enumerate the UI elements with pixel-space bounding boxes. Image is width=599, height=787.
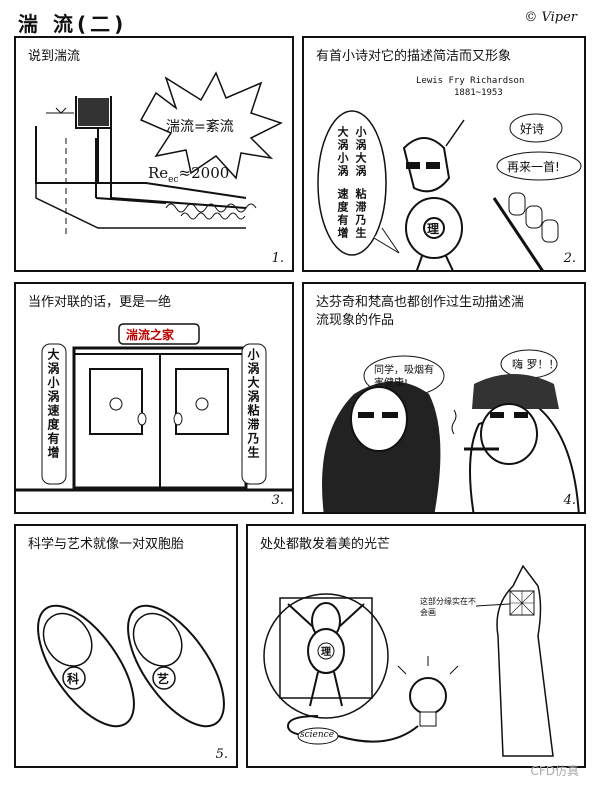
panel-4-caption: 达芬奇和梵高也都创作过生动描述湍 流现象的作品 xyxy=(316,294,576,330)
twins-drawing xyxy=(37,604,225,728)
pipe-flow-drawing xyxy=(35,71,283,238)
panel-2-number: 2. xyxy=(563,251,576,266)
panel-6-caption: 处处都散发着美的光芒 xyxy=(260,537,391,552)
poem-col-1: 小涡大涡 xyxy=(354,126,367,178)
panel-2-caption: 有首小诗对它的描述简洁而又形象 xyxy=(316,49,512,64)
shirt-badge: 理 xyxy=(427,222,440,236)
bubble-turbulence: 湍流=紊流 xyxy=(166,119,234,135)
bubble-no-smoking: 同学，吸烟有害健康! xyxy=(374,365,434,389)
panel-4-number: 4. xyxy=(563,493,576,508)
comic-title: 湍 流(二) xyxy=(18,12,128,36)
panel-3-number: 3. xyxy=(271,493,284,508)
reynolds-number: Reec≈2000 xyxy=(148,164,229,185)
person-years: 1881~1953 xyxy=(454,88,503,98)
panel-1: 说到湍流 湍流=紊流 Reec≈2000 1. xyxy=(14,36,294,272)
panel-6: 处处都散发着美的光芒 理 science 这部分缘实在不会画 xyxy=(246,524,586,768)
panel-3-caption: 当作对联的话，更是一绝 xyxy=(28,295,172,310)
watermark: CFD仿真 xyxy=(530,764,579,778)
panel-2: 有首小诗对它的描述简洁而又形象 小涡大涡 大涡小涡 粘滞乃生 速度有增 Lewi… xyxy=(302,36,586,272)
poem-col-4: 粘滞乃生 xyxy=(354,188,367,240)
poem-col-2: 大涡小涡 xyxy=(336,126,349,178)
richardson-drawing xyxy=(317,110,582,270)
panel-4-caption-line-1: 达芬奇和梵高也都创作过生动描述湍 xyxy=(316,295,525,310)
poem-col-5: 速度有增 xyxy=(336,188,349,240)
twin-right-badge: 艺 xyxy=(157,672,170,686)
house-doors-drawing xyxy=(16,323,292,492)
panel-4-caption-line-2: 流现象的作品 xyxy=(316,313,395,328)
statue-note: 这部分缘实在不会画 xyxy=(420,597,476,617)
house-banner: 湍流之家 xyxy=(126,328,175,342)
author-signature: © Viper xyxy=(524,10,577,25)
re-subscript: ec xyxy=(168,175,179,185)
person-name: Lewis Fry Richardson xyxy=(416,76,525,86)
re-label: Re xyxy=(148,164,169,182)
bubble-one-more: 再来一首! xyxy=(507,160,560,174)
panel-4: 达芬奇和梵高也都创作过生动描述湍 流现象的作品 同学，吸烟有害健康! 嗨 罗！！… xyxy=(302,282,586,514)
left-couplet: 大涡小涡速度有增 xyxy=(46,348,60,460)
panel-5: 科学与艺术就像一对双胞胎 科 艺 5. xyxy=(14,524,238,768)
bulb-label: science xyxy=(300,730,335,740)
panel-1-caption: 说到湍流 xyxy=(28,49,81,64)
bubble-hello: 嗨 罗！！ xyxy=(512,358,560,371)
right-couplet: 小涡大涡粘滞乃生 xyxy=(246,348,260,460)
twin-left-badge: 科 xyxy=(67,672,80,686)
davinci-vangogh-drawing xyxy=(322,349,580,512)
man-badge: 理 xyxy=(321,647,331,658)
panel-1-number: 1. xyxy=(271,251,284,266)
bubble-good-poem: 好诗 xyxy=(520,122,545,136)
panel-3: 当作对联的话，更是一绝 湍流之家 大涡小涡速度有增 小涡大涡粘滞乃生 3. xyxy=(14,282,294,514)
vitruvian-venus-drawing xyxy=(263,564,554,757)
panel-5-caption: 科学与艺术就像一对双胞胎 xyxy=(28,537,185,552)
panel-5-number: 5. xyxy=(215,747,228,762)
re-value: ≈2000 xyxy=(178,164,230,182)
